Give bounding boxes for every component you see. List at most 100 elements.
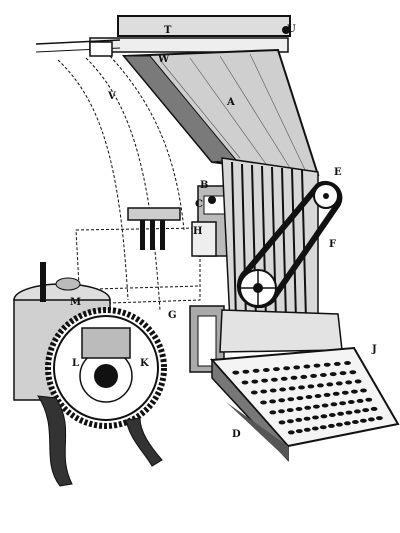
keyboard-key xyxy=(333,361,341,366)
keyboard-key xyxy=(241,380,249,385)
callout-F: F xyxy=(329,239,336,250)
keyboard-key xyxy=(351,389,358,394)
keyboard-key xyxy=(278,409,285,414)
lower-frame-icon xyxy=(189,305,343,373)
keyboard-key xyxy=(287,419,294,424)
keyboard-key xyxy=(326,382,334,387)
keyboard-key xyxy=(269,399,276,404)
keyboard-key xyxy=(260,389,268,394)
keyboard-key xyxy=(288,386,296,391)
top-frame-icon xyxy=(35,15,291,57)
keyboard-key xyxy=(370,406,378,411)
keyboard-key xyxy=(311,426,319,431)
keyboard-key xyxy=(335,381,343,386)
keyboard-key xyxy=(347,400,355,404)
keyboard-key xyxy=(271,377,278,382)
keyboard-keys xyxy=(232,361,383,435)
keyboard-key xyxy=(295,417,303,422)
keyboard-key xyxy=(293,365,301,370)
guide-rails-icon xyxy=(57,55,201,311)
keyboard-key xyxy=(330,402,338,407)
keyboard-key xyxy=(328,423,335,428)
callout-A: A xyxy=(226,97,235,108)
keyboard-key xyxy=(298,385,305,390)
keyboard-key xyxy=(305,395,313,399)
keyboard-key xyxy=(286,408,294,413)
keyboard-key xyxy=(250,390,258,395)
callout-V: V xyxy=(107,91,116,102)
keyboard-key xyxy=(273,367,280,372)
keyboard-key xyxy=(300,374,308,379)
magazine-icon xyxy=(121,48,320,177)
keyboard-key xyxy=(290,375,298,380)
keyboard-key xyxy=(354,379,362,384)
keyboard-key xyxy=(341,390,349,395)
keyboard-key xyxy=(242,369,250,374)
keyboard-key xyxy=(320,414,328,419)
callout-M: M xyxy=(70,297,81,308)
keyboard-key xyxy=(344,421,351,426)
callout-L: L xyxy=(72,358,79,369)
callout-J: J xyxy=(371,344,377,355)
keyboard-key xyxy=(279,387,286,392)
keyboard-key xyxy=(280,376,288,381)
keyboard-key xyxy=(261,378,268,383)
callout-D: D xyxy=(232,429,241,440)
keyboard-key xyxy=(332,391,340,396)
callout-U: U xyxy=(287,24,296,35)
keyboard-key xyxy=(278,398,286,403)
keyboard-key xyxy=(339,371,347,376)
belt-drive-icon xyxy=(236,180,343,309)
keyboard-key xyxy=(278,420,286,425)
keyboard-key xyxy=(317,383,324,388)
keyboard-key xyxy=(295,407,303,411)
keyboard-key xyxy=(376,416,383,421)
callout-W: W xyxy=(157,54,170,65)
machine-base-icon xyxy=(37,395,288,487)
keyboard-key xyxy=(349,370,357,375)
callout-H: H xyxy=(193,226,202,237)
callout-B: B xyxy=(200,180,208,191)
keyboard-key xyxy=(307,384,315,389)
keyboard-key xyxy=(252,368,260,373)
keyboard-key xyxy=(360,418,367,423)
keyboard-key xyxy=(313,404,320,409)
keyboard-key xyxy=(295,429,303,434)
keyboard-key xyxy=(336,422,343,427)
callout-T: T xyxy=(164,25,172,36)
keyboard-key xyxy=(283,366,290,371)
keyboard-key xyxy=(232,370,240,375)
keyboard-key xyxy=(303,427,311,432)
keyboard-key xyxy=(339,401,346,406)
callout-labels: T U W V A B C E F H M L K G J D xyxy=(70,24,377,440)
keyboard-key xyxy=(362,408,370,413)
keyboard-key xyxy=(304,405,312,410)
keyboard-key xyxy=(319,425,327,430)
keyboard-key xyxy=(368,417,375,422)
callout-C: C xyxy=(195,199,203,210)
callout-G: G xyxy=(168,310,177,321)
keyboard-key xyxy=(360,388,367,393)
keyboard-key xyxy=(262,368,270,372)
comb-attachment-icon xyxy=(127,207,181,250)
keyboard-key xyxy=(312,415,319,420)
keyboard-key xyxy=(310,373,317,378)
keyboard-key xyxy=(260,400,267,405)
keyboard-key xyxy=(354,409,361,414)
keyboard-key xyxy=(323,392,331,397)
keyboard-key xyxy=(303,416,311,421)
keyboard-key xyxy=(356,398,364,403)
keyboard-key xyxy=(296,396,304,401)
keyboard-key xyxy=(314,394,322,398)
keyboard-key xyxy=(328,413,336,417)
keyboard-key xyxy=(329,372,337,377)
keyboard-key xyxy=(287,430,295,435)
keyboard-key xyxy=(345,380,353,385)
keyboard-key xyxy=(320,373,327,377)
keyboard-key xyxy=(345,410,353,415)
keyboard-key xyxy=(323,362,331,367)
keyboard-key xyxy=(269,388,277,393)
keyboard-icon xyxy=(209,346,400,462)
keyboard-key xyxy=(287,397,295,402)
